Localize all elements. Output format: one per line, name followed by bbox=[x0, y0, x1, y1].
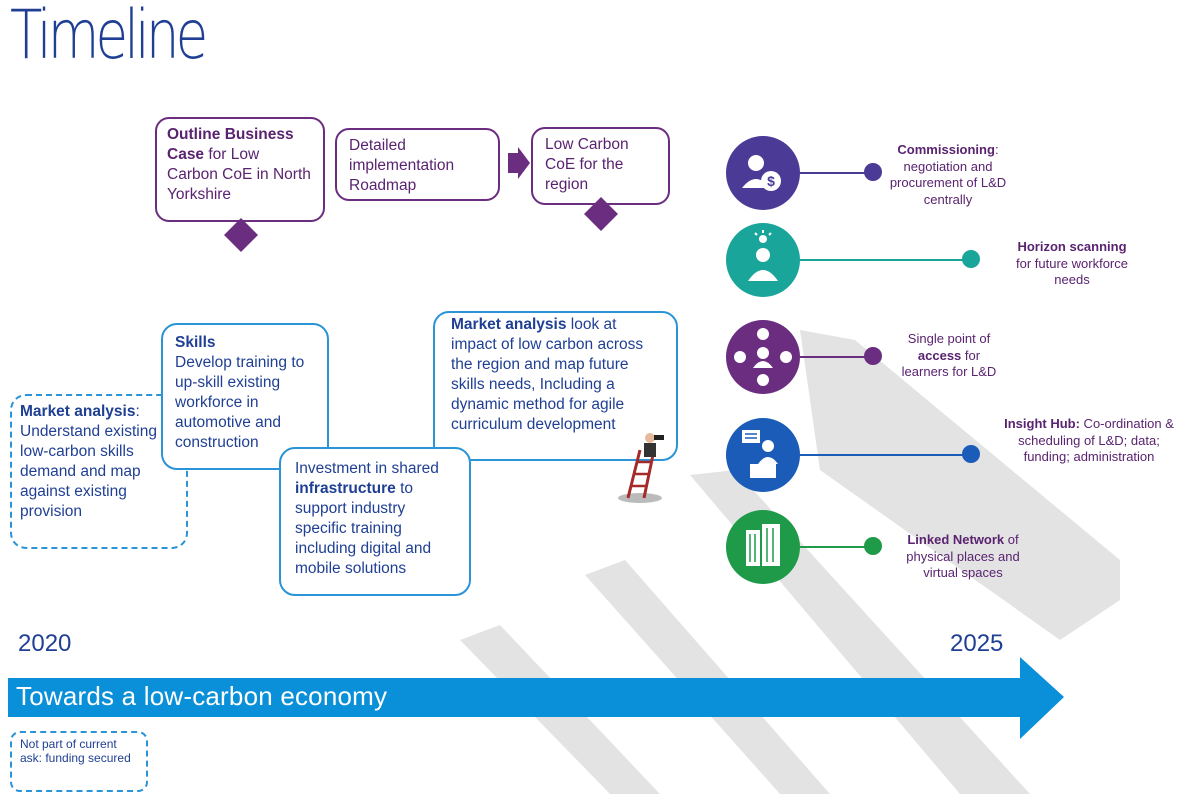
horizon-scanning-circle bbox=[726, 223, 800, 297]
insight-hub-lead: Insight Hub: bbox=[1004, 416, 1080, 431]
roadmap-arrow-icon bbox=[508, 147, 530, 179]
commissioning-dot bbox=[864, 163, 882, 181]
outline-business-case-heading: Outline Business Case bbox=[167, 126, 294, 163]
timeline-arrow-label: Towards a low-carbon economy bbox=[16, 681, 388, 711]
market-analysis-top-text: look at impact of low carbon across the … bbox=[451, 316, 644, 433]
horizon-scanning-dot bbox=[962, 250, 980, 268]
low-carbon-coe-box: Low Carbon CoE for the region bbox=[531, 127, 670, 205]
commissioning-connector bbox=[800, 172, 870, 174]
market-analysis-dashed-box: Market analysis: Understand existing low… bbox=[10, 394, 188, 549]
insight-hub-text: Insight Hub: Co-ordination & scheduling … bbox=[994, 416, 1184, 466]
commissioning-text: Commissioning: negotiation and procureme… bbox=[886, 142, 1010, 208]
market-analysis-text: : Understand existing low-carbon skills … bbox=[20, 403, 157, 520]
skills-box: Skills Develop training to up-skill exis… bbox=[161, 323, 329, 470]
legend-box: Not part of current ask: funding secured bbox=[10, 731, 148, 792]
single-access-dot bbox=[864, 347, 882, 365]
single-access-text: Single point of access for learners for … bbox=[896, 331, 1002, 381]
horizon-scanning-icon bbox=[748, 230, 778, 281]
insight-hub-icon bbox=[742, 430, 778, 478]
page-title: Timeline bbox=[10, 0, 208, 75]
implementation-roadmap-text: Detailed implementation Roadmap bbox=[349, 137, 455, 194]
end-year: 2025 bbox=[950, 630, 1004, 657]
horizon-scanning-desc: for future workforce needs bbox=[1016, 255, 1128, 288]
linked-network-dot bbox=[864, 537, 882, 555]
low-carbon-coe-text: Low Carbon CoE for the region bbox=[545, 136, 629, 193]
timeline-arrow bbox=[8, 657, 1064, 739]
market-analysis-top-heading: Market analysis bbox=[451, 316, 567, 333]
linked-network-icon bbox=[746, 524, 780, 566]
svg-text:$: $ bbox=[767, 173, 775, 189]
horizon-scanning-lead: Horizon scanning bbox=[1017, 239, 1127, 254]
implementation-roadmap-box: Detailed implementation Roadmap bbox=[335, 128, 500, 201]
skills-text: Develop training to up-skill existing wo… bbox=[175, 354, 305, 451]
single-access-connector bbox=[800, 356, 870, 358]
infrastructure-text-pre: Investment in shared bbox=[295, 460, 439, 477]
single-access-lead: access bbox=[917, 347, 962, 363]
linked-network-circle bbox=[726, 510, 800, 584]
start-year: 2020 bbox=[18, 630, 72, 657]
outline-business-case-text: for Low Carbon CoE in North Yorkshire bbox=[167, 146, 311, 203]
horizon-scanning-text: Horizon scanning for future workforce ne… bbox=[1012, 239, 1132, 289]
ladder-binoculars-illustration bbox=[618, 433, 664, 503]
market-analysis-top-box: Market analysis look at impact of low ca… bbox=[433, 311, 678, 461]
insight-hub-connector bbox=[800, 454, 968, 456]
commissioning-icon: $ bbox=[742, 155, 781, 191]
single-access-icon bbox=[734, 328, 792, 386]
skills-heading: Skills bbox=[175, 334, 216, 351]
linked-network-desc: of physical places and virtual spaces bbox=[906, 532, 1020, 580]
commissioning-desc: : negotiation and procurement of L&D cen… bbox=[889, 142, 1007, 207]
commissioning-lead: Commissioning bbox=[897, 142, 995, 157]
linked-network-connector bbox=[800, 546, 870, 548]
infrastructure-text-post: to support industry specific training in… bbox=[295, 480, 432, 577]
linked-network-lead: Linked Network bbox=[907, 532, 1005, 547]
infrastructure-box: Investment in shared infrastructure to s… bbox=[279, 447, 471, 596]
commissioning-circle: $ bbox=[726, 136, 800, 210]
single-access-circle bbox=[726, 320, 800, 394]
insight-hub-dot bbox=[962, 445, 980, 463]
single-access-desc: for learners for L&D bbox=[901, 347, 997, 380]
single-access-pre: Single point of bbox=[907, 331, 991, 346]
outline-business-case-box: Outline Business Case for Low Carbon CoE… bbox=[155, 117, 325, 222]
market-analysis-heading: Market analysis bbox=[20, 403, 136, 420]
linked-network-text: Linked Network of physical places and vi… bbox=[892, 532, 1034, 582]
insight-hub-circle bbox=[726, 418, 800, 492]
infrastructure-heading: infrastructure bbox=[295, 480, 396, 497]
insight-hub-desc: Co-ordination & scheduling of L&D; data;… bbox=[1018, 416, 1174, 464]
legend-text: Not part of current ask: funding secured bbox=[20, 737, 131, 765]
horizon-scanning-connector bbox=[800, 259, 968, 261]
